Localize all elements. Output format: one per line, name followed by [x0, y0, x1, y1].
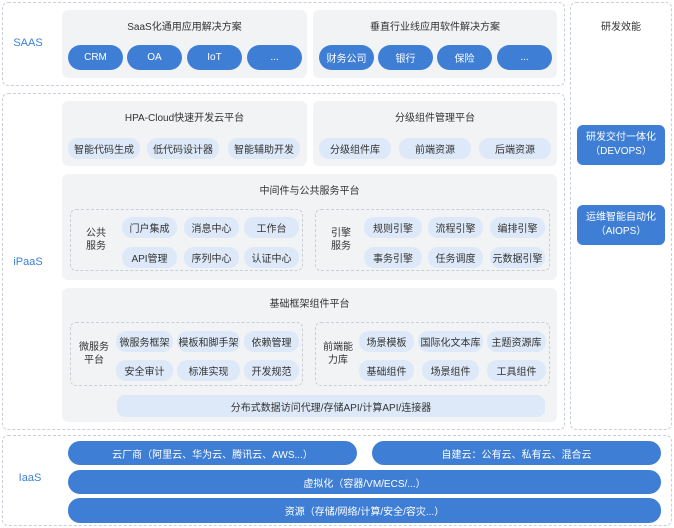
engine-services-label: 引擎服务 — [331, 228, 351, 252]
micro-item-framework[interactable]: 微服务框架 — [116, 331, 173, 352]
virtualization-bar[interactable]: 虚拟化（容器/VM/ECS/...） — [68, 470, 661, 494]
public-item-portal[interactable]: 门户集成 — [122, 217, 177, 238]
saas-item-finance[interactable]: 财务公司 — [319, 45, 374, 70]
aiops-name: 运维智能自动化 — [586, 212, 656, 223]
aiops-abbr: （AIOPS） — [595, 226, 647, 237]
resources-bar[interactable]: 资源（存储/网络/计算/安全/容灾...） — [68, 498, 661, 523]
saas-vertical-title: 垂直行业线应用软件解决方案 — [370, 22, 500, 33]
public-item-message[interactable]: 消息中心 — [184, 217, 239, 238]
engine-item-rule[interactable]: 规则引擎 — [364, 217, 422, 238]
cloud-vendor-bar[interactable]: 云厂商（阿里云、华为云、腾讯云、AWS...） — [68, 441, 357, 465]
saas-item-bank[interactable]: 银行 — [378, 45, 433, 70]
frontend-label: 前端能力库 — [323, 342, 353, 366]
saas-item-more[interactable]: ... — [247, 45, 302, 70]
hpa-lowcode-designer[interactable]: 低代码设计器 — [147, 138, 219, 159]
saas-label: SAAS — [13, 37, 43, 49]
frontend-item-i18n[interactable]: 国际化文本库 — [418, 331, 483, 352]
frontend-item-scene[interactable]: 场景组件 — [422, 360, 479, 381]
micro-item-audit[interactable]: 安全审计 — [116, 360, 173, 381]
engine-item-transaction[interactable]: 事务引擎 — [364, 247, 422, 268]
public-services-group — [70, 209, 303, 271]
saas-item-insurance[interactable]: 保险 — [437, 45, 492, 70]
frontend-item-base[interactable]: 基础组件 — [359, 360, 414, 381]
component-library[interactable]: 分级组件库 — [319, 138, 391, 159]
engine-services-group — [315, 209, 550, 271]
frontend-resources[interactable]: 前端资源 — [399, 138, 471, 159]
engine-item-process[interactable]: 流程引擎 — [428, 217, 483, 238]
aiops-box[interactable]: 运维智能自动化 （AIOPS） — [577, 205, 665, 245]
framework-title: 基础框架组件平台 — [269, 299, 350, 310]
micro-item-standard[interactable]: 标准实现 — [177, 360, 240, 381]
saas-item-crm[interactable]: CRM — [68, 45, 123, 70]
devops-abbr: （DEVOPS） — [590, 146, 652, 157]
backend-resources[interactable]: 后端资源 — [479, 138, 551, 159]
microservice-label: 微服务平台 — [79, 342, 109, 366]
public-item-sequence[interactable]: 序列中心 — [184, 247, 239, 268]
micro-item-spec[interactable]: 开发规范 — [244, 360, 299, 381]
self-built-cloud-bar[interactable]: 自建云：公有云、私有云、混合云 — [372, 441, 661, 465]
hpa-smart-assist[interactable]: 智能辅助开发 — [228, 138, 300, 159]
saas-item-more-vertical[interactable]: ... — [497, 45, 552, 70]
efficiency-column — [570, 2, 672, 430]
iaas-layer — [2, 435, 672, 526]
saas-layer — [2, 2, 565, 86]
frontend-item-tools[interactable]: 工具组件 — [487, 360, 546, 381]
saas-item-oa[interactable]: OA — [127, 45, 182, 70]
public-item-workbench[interactable]: 工作台 — [244, 217, 299, 238]
frontend-group — [315, 322, 550, 386]
saas-item-iot[interactable]: IoT — [187, 45, 242, 70]
microservice-group — [70, 322, 303, 386]
public-services-label: 公共服务 — [86, 228, 106, 252]
iaas-label: IaaS — [18, 472, 42, 484]
ipaas-label: iPaaS — [13, 256, 43, 268]
devops-box[interactable]: 研发交付一体化 （DEVOPS） — [577, 125, 665, 165]
public-item-api[interactable]: API管理 — [122, 247, 177, 268]
ipaas-layer — [2, 93, 565, 430]
component-mgmt-title: 分级组件管理平台 — [395, 113, 475, 124]
micro-item-dependency[interactable]: 依赖管理 — [244, 331, 299, 352]
frontend-item-scene-template[interactable]: 场景模板 — [359, 331, 414, 352]
saas-generic-title: SaaS化通用应用解决方案 — [127, 22, 242, 33]
hpa-cloud-title: HPA-Cloud快速开发云平台 — [124, 113, 245, 124]
frontend-item-theme[interactable]: 主题资源库 — [487, 331, 546, 352]
middleware-title: 中间件与公共服务平台 — [259, 186, 360, 197]
data-access-bar[interactable]: 分布式数据访问代理/存储API/计算API/连接器 — [117, 395, 545, 417]
efficiency-title: 研发效能 — [601, 22, 641, 33]
public-item-auth[interactable]: 认证中心 — [244, 247, 299, 268]
engine-item-scheduler[interactable]: 任务调度 — [428, 247, 483, 268]
devops-name: 研发交付一体化 — [586, 132, 656, 143]
engine-item-orchestration[interactable]: 编排引擎 — [490, 217, 545, 238]
hpa-smart-codegen[interactable]: 智能代码生成 — [68, 138, 140, 159]
micro-item-scaffold[interactable]: 模板和脚手架 — [177, 331, 240, 352]
engine-item-metadata[interactable]: 元数据引擎 — [490, 247, 545, 268]
